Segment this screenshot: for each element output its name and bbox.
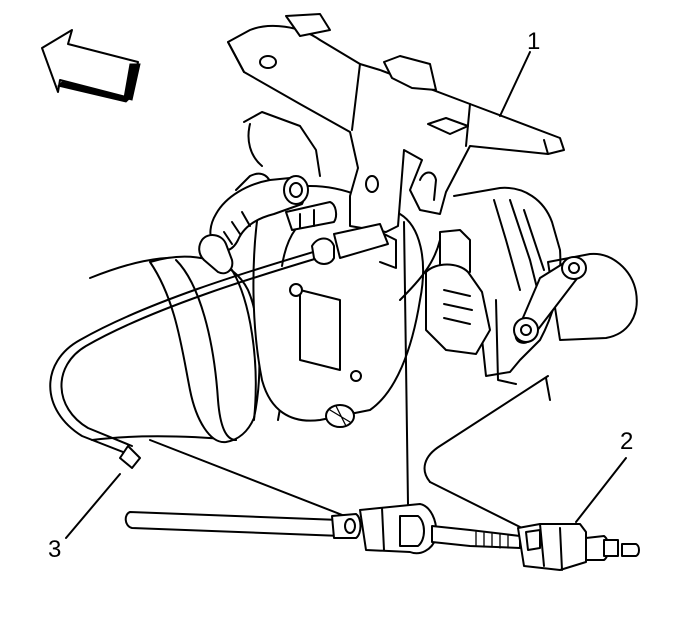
vacuum-hose — [198, 175, 309, 275]
callout-3: 3 — [48, 536, 62, 563]
cable-end-fitting — [124, 503, 640, 571]
callout-2: 2 — [620, 428, 634, 455]
throttle-body-housing — [235, 111, 441, 428]
air-intake-duct — [89, 255, 283, 444]
routing-lines — [149, 221, 549, 529]
throttle-cable — [49, 201, 389, 469]
throttle-lever-linkage — [425, 186, 638, 401]
callout-1: 1 — [527, 28, 541, 55]
arrow-up-left-icon — [41, 29, 141, 103]
callout-leaders — [65, 51, 627, 539]
throttle-cable-bracket — [227, 13, 565, 233]
